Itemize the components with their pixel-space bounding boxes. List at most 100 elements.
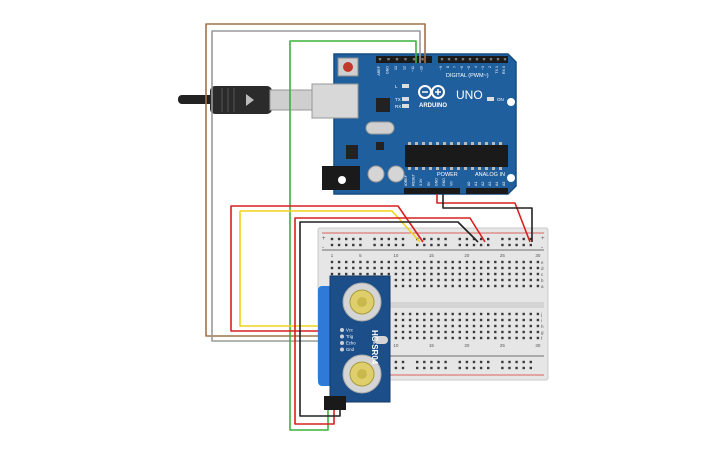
breadboard-hole bbox=[373, 243, 376, 247]
breadboard-hole bbox=[430, 237, 433, 241]
header-pin bbox=[447, 58, 451, 61]
breadboard-hole bbox=[536, 278, 540, 282]
breadboard-hole bbox=[515, 366, 518, 370]
header-pin bbox=[378, 58, 382, 61]
breadboard-hole bbox=[458, 284, 461, 288]
breadboard-hole bbox=[515, 243, 518, 247]
breadboard-hole bbox=[487, 324, 490, 328]
rail-plus-label: + bbox=[322, 236, 326, 242]
column-number: 5 bbox=[359, 253, 362, 258]
breadboard-hole bbox=[536, 324, 540, 328]
chip-pin bbox=[408, 167, 411, 170]
breadboard-hole bbox=[515, 330, 518, 334]
digital-pin-label: AREF bbox=[377, 65, 381, 75]
breadboard-hole bbox=[479, 318, 483, 322]
atmega-chip bbox=[405, 145, 508, 167]
breadboard-hole bbox=[423, 243, 426, 247]
breadboard-hole bbox=[444, 318, 447, 322]
breadboard-hole bbox=[444, 366, 447, 370]
chip-pin bbox=[443, 167, 446, 170]
usb-chip bbox=[376, 98, 390, 112]
breadboard-hole bbox=[401, 284, 405, 288]
breadboard-hole bbox=[508, 260, 511, 264]
breadboard-hole bbox=[416, 360, 419, 364]
breadboard-hole bbox=[529, 284, 532, 288]
breadboard-hole bbox=[515, 266, 518, 270]
digital-label: DIGITAL (PWM~) bbox=[446, 73, 489, 79]
chip-pin bbox=[464, 142, 467, 145]
breadboard-hole bbox=[345, 237, 348, 241]
breadboard-hole bbox=[430, 312, 433, 316]
sensor-pin-label: Gnd bbox=[346, 347, 355, 352]
breadboard-hole bbox=[437, 237, 440, 241]
wire-green bbox=[289, 40, 417, 431]
column-number: 30 bbox=[535, 343, 541, 348]
breadboard-hole bbox=[444, 237, 447, 241]
breadboard-hole bbox=[416, 260, 419, 264]
breadboard-hole bbox=[458, 324, 461, 328]
breadboard-hole bbox=[366, 272, 369, 276]
row-letter: h bbox=[541, 324, 544, 329]
breadboard-hole bbox=[352, 272, 355, 276]
chip-pin bbox=[450, 142, 453, 145]
breadboard-hole bbox=[444, 330, 447, 334]
breadboard-hole bbox=[508, 366, 511, 370]
breadboard-hole bbox=[408, 278, 412, 282]
breadboard-hole bbox=[352, 266, 355, 270]
breadboard-hole bbox=[345, 260, 348, 264]
column-number: 20 bbox=[464, 253, 470, 258]
top-rail-holes bbox=[330, 237, 532, 247]
breadboard-hole bbox=[394, 243, 398, 247]
capacitor bbox=[367, 165, 385, 183]
breadboard-hole bbox=[529, 324, 532, 328]
sensor-pin-label: Vcc bbox=[346, 328, 353, 333]
breadboard-hole bbox=[465, 243, 469, 247]
breadboard-hole bbox=[508, 237, 511, 241]
header-pin bbox=[421, 58, 424, 61]
breadboard-hole bbox=[487, 260, 490, 264]
sensor-pin-pad bbox=[340, 347, 344, 352]
breadboard-hole bbox=[401, 237, 405, 241]
breadboard-hole bbox=[501, 324, 504, 328]
breadboard-hole bbox=[536, 336, 540, 340]
breadboard-hole bbox=[430, 336, 433, 340]
breadboard-hole bbox=[501, 360, 504, 364]
mounting-hole bbox=[338, 176, 346, 184]
breadboard-hole bbox=[437, 360, 440, 364]
breadboard-hole bbox=[337, 272, 341, 276]
chip-pin bbox=[443, 142, 446, 145]
breadboard-hole bbox=[444, 260, 447, 264]
breadboard-hole bbox=[345, 272, 348, 276]
breadboard-hole bbox=[465, 237, 469, 241]
sensor-pin-pad bbox=[340, 341, 344, 345]
mounting-hole bbox=[507, 98, 515, 106]
breadboard-hole bbox=[515, 360, 518, 364]
breadboard-hole bbox=[444, 360, 447, 364]
column-number: 15 bbox=[429, 253, 435, 258]
breadboard-hole bbox=[536, 266, 540, 270]
header-pin bbox=[475, 58, 479, 61]
breadboard-hole bbox=[479, 278, 483, 282]
breadboard-hole bbox=[508, 266, 511, 270]
breadboard-hole bbox=[430, 366, 433, 370]
breadboard-hole bbox=[465, 272, 469, 276]
breadboard-hole bbox=[451, 278, 454, 282]
breadboard-hole bbox=[444, 284, 447, 288]
breadboard-hole bbox=[472, 272, 476, 276]
breadboard-hole bbox=[394, 336, 398, 340]
breadboard-hole bbox=[430, 243, 433, 247]
breadboard-hole bbox=[522, 237, 525, 241]
analog-label: ANALOG IN bbox=[475, 172, 505, 178]
breadboard-hole bbox=[487, 243, 490, 247]
breadboard-hole bbox=[401, 272, 405, 276]
breadboard-hole bbox=[479, 312, 483, 316]
sensor-pin-label: Trig bbox=[346, 334, 354, 339]
wire-black-arduino-gnd bbox=[442, 194, 533, 242]
arduino-logo-icon bbox=[418, 85, 445, 99]
digital-pin-label: ~9 bbox=[439, 66, 443, 70]
breadboard-hole bbox=[472, 366, 476, 370]
breadboard-hole bbox=[401, 360, 405, 364]
breadboard-hole bbox=[408, 312, 412, 316]
